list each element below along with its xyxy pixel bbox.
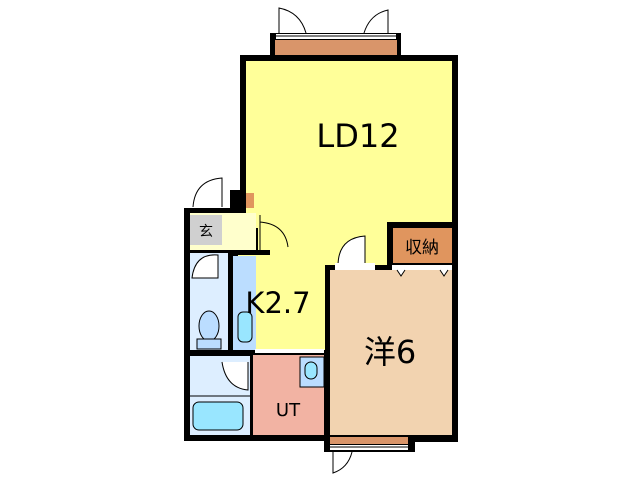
room-entrance — [190, 215, 222, 245]
storage-label: 収納 — [405, 238, 439, 258]
entrance-door — [192, 177, 289, 250]
sink-icon — [237, 311, 253, 343]
ld-label: LD12 — [316, 117, 399, 155]
bathtub-icon — [192, 401, 244, 431]
balcony-bottom — [330, 437, 408, 444]
western-room-label: 洋6 — [364, 333, 416, 371]
room-storage — [393, 228, 452, 263]
room-kitchen — [258, 210, 325, 350]
room-western — [330, 270, 452, 435]
toilet-icon — [198, 310, 220, 342]
shoe-box — [246, 193, 254, 208]
balcony-door-top — [278, 7, 389, 37]
entrance-label: 玄 — [199, 223, 213, 240]
kitchen-label: K2.7 — [245, 286, 310, 320]
balcony-door-bottom — [332, 451, 353, 474]
ut-label: UT — [276, 400, 301, 421]
